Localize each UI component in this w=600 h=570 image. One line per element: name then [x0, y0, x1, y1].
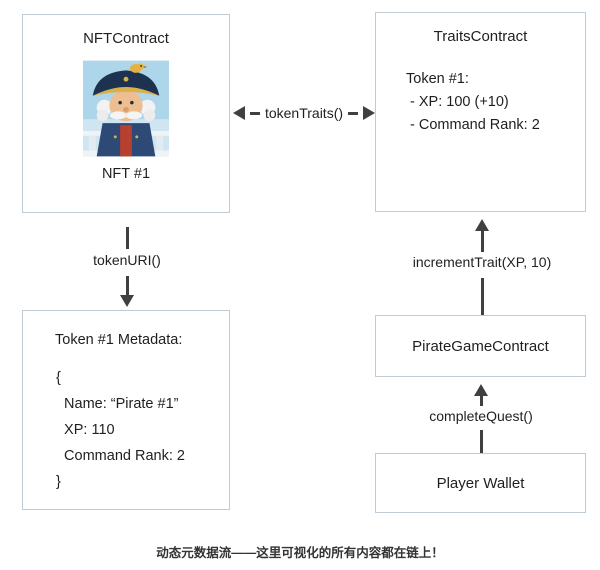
- arrow-line: [480, 430, 483, 453]
- increment-trait-label: incrementTrait(XP, 10): [412, 254, 552, 270]
- arrow-line: [348, 111, 359, 115]
- token-traits-label: tokenTraits(): [264, 105, 344, 121]
- metadata-line: Command Rank: 2: [56, 448, 185, 464]
- arrowhead-left-icon: [233, 106, 245, 120]
- nft-token-caption: NFT #1: [101, 166, 151, 182]
- arrowhead-up-icon: [475, 219, 489, 231]
- game-contract-box: PirateGameContract: [375, 315, 586, 377]
- token-traits-arrow: tokenTraits(): [233, 103, 375, 123]
- metadata-line: {: [56, 370, 61, 386]
- arrow-line: [126, 276, 129, 295]
- arrowhead-right-icon: [363, 106, 375, 120]
- player-wallet-box: Player Wallet: [375, 453, 586, 513]
- traits-lines: Token #1: - XP: 100 (+10) - Command Rank…: [406, 68, 585, 137]
- complete-quest-label: completeQuest(): [429, 408, 533, 424]
- arrow-line: [481, 278, 484, 315]
- token-uri-label: tokenURI(): [93, 252, 161, 268]
- diagram-caption: 动态元数据流——这里可视化的所有内容都在链上！: [156, 546, 444, 560]
- arrow-line: [249, 111, 260, 115]
- metadata-line: XP: 110: [56, 422, 115, 438]
- arrow-line: [480, 396, 483, 406]
- arrowhead-down-icon: [120, 295, 134, 307]
- traits-line: Token #1:: [406, 71, 469, 87]
- arrowhead-up-icon: [474, 384, 488, 396]
- player-wallet-title: Player Wallet: [436, 474, 525, 492]
- nft-contract-box: NFTContract: [22, 14, 230, 213]
- metadata-box: Token #1 Metadata: { Name: “Pirate #1” X…: [22, 310, 230, 510]
- pirate-nft-image: [83, 60, 169, 157]
- traits-contract-title: TraitsContract: [433, 28, 528, 45]
- game-contract-title: PirateGameContract: [412, 337, 549, 355]
- nft-contract-title: NFTContract: [83, 30, 169, 47]
- traits-line: - XP: 100 (+10): [406, 94, 509, 110]
- traits-line: - Command Rank: 2: [406, 117, 540, 133]
- arrow-line: [481, 231, 484, 252]
- metadata-title: Token #1 Metadata:: [55, 332, 183, 348]
- metadata-line: }: [56, 474, 61, 490]
- metadata-lines: { Name: “Pirate #1” XP: 110 Command Rank…: [56, 365, 229, 495]
- traits-contract-box: TraitsContract Token #1: - XP: 100 (+10)…: [375, 12, 586, 212]
- metadata-line: Name: “Pirate #1”: [56, 396, 179, 412]
- arrow-line: [126, 227, 129, 249]
